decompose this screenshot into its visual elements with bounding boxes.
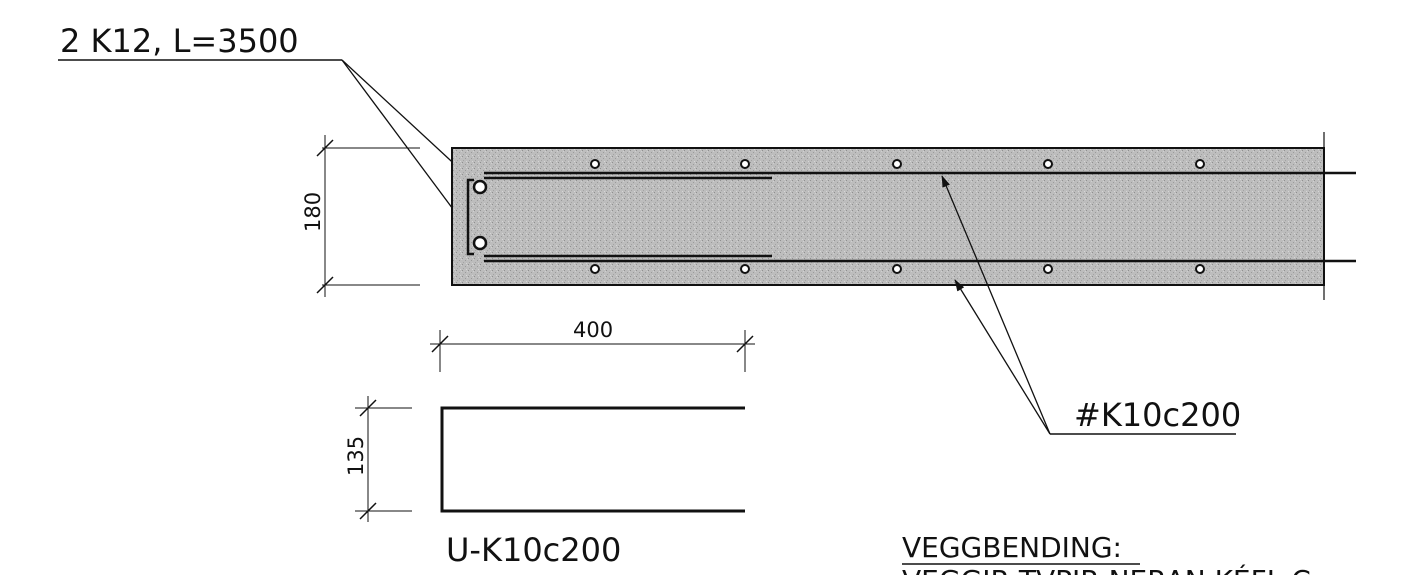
dimension-180-text: 180 <box>301 192 325 232</box>
corner-bar-bottom <box>472 235 488 251</box>
concrete-slab <box>451 147 1325 286</box>
dimension-400-text: 400 <box>573 318 613 342</box>
mesh-leader-2 <box>954 279 1051 435</box>
dimension-135-text: 135 <box>344 436 368 476</box>
u-bar-label: U-K10c200 <box>446 531 621 569</box>
section-line2: VEGGIR TVPIR NERAN KÉFL C <box>902 563 1311 575</box>
mesh-label: #K10c200 <box>1074 396 1241 434</box>
mesh-leader-1 <box>941 175 1051 435</box>
top-bars-label: 2 K12, L=3500 <box>60 22 299 60</box>
corner-bar-top <box>472 179 488 195</box>
dimension-400: 400 <box>430 318 755 372</box>
dimension-180: 180 <box>301 135 420 297</box>
rebar-lines <box>466 171 1356 263</box>
dimension-135: 135 <box>344 396 412 522</box>
section-title: VEGGBENDING: <box>902 531 1122 564</box>
distribution-bars-bottom <box>590 264 1205 274</box>
u-bar-shape <box>440 406 745 513</box>
distribution-bars-top <box>590 159 1205 169</box>
